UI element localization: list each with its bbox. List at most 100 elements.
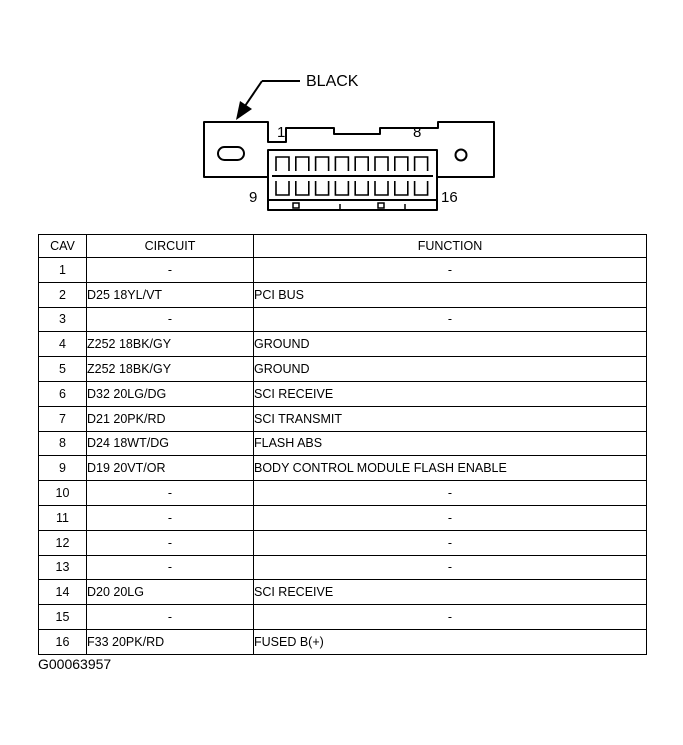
mounting-hole-right — [454, 148, 468, 162]
pin-cavity — [413, 156, 429, 171]
pin-cavity — [413, 181, 429, 196]
function-cell: BODY CONTROL MODULE FLASH ENABLE — [253, 455, 647, 482]
function-cell: SCI TRANSMIT — [253, 405, 647, 432]
housing-bottom-marks — [292, 202, 406, 209]
circuit-cell: Z252 18BK/GY — [86, 356, 254, 382]
circuit-cell: Z252 18BK/GY — [86, 331, 254, 358]
pin-cavity — [295, 181, 310, 196]
circuit-cell: - — [86, 554, 254, 581]
header-circuit: CIRCUIT — [86, 234, 254, 258]
table-row: 1-- — [38, 257, 647, 283]
pin-cavity — [394, 181, 409, 196]
cavity-number: 9 — [38, 455, 87, 482]
pin-row-bottom — [275, 181, 429, 196]
function-cell: SCI RECEIVE — [253, 380, 647, 407]
cavity-number: 8 — [38, 430, 87, 457]
figure-id: G00063957 — [38, 656, 112, 672]
cavity-number: 11 — [38, 504, 87, 531]
connector-housing — [203, 121, 495, 211]
function-cell: - — [253, 604, 647, 630]
circuit-cell: D21 20PK/RD — [86, 405, 254, 432]
cavity-number: 16 — [38, 628, 87, 655]
pin-label-8: 8 — [413, 124, 422, 141]
function-cell: - — [253, 504, 647, 531]
function-cell: FLASH ABS — [253, 430, 647, 457]
pin-cavity — [275, 156, 290, 171]
table-header-row: CAV CIRCUIT FUNCTION — [38, 234, 647, 258]
function-cell: - — [253, 257, 647, 283]
table-row: 15-- — [38, 604, 647, 630]
function-cell: SCI RECEIVE — [253, 579, 647, 606]
function-cell: - — [253, 529, 647, 556]
mounting-slot-left — [217, 146, 245, 161]
function-cell: - — [253, 306, 647, 333]
pin-label-9: 9 — [249, 189, 258, 206]
pin-cavity — [275, 181, 290, 196]
circuit-cell: - — [86, 480, 254, 506]
circuit-cell: D32 20LG/DG — [86, 380, 254, 407]
circuit-cell: D24 18WT/DG — [86, 430, 254, 457]
header-function: FUNCTION — [253, 234, 647, 258]
circuit-cell: - — [86, 306, 254, 333]
circuit-cell: - — [86, 604, 254, 630]
pin-cavity — [334, 156, 350, 171]
pin-row-top — [275, 156, 429, 171]
table-row: 12-- — [38, 529, 647, 556]
circuit-cell: F33 20PK/RD — [86, 628, 254, 655]
function-cell: FUSED B(+) — [253, 628, 647, 655]
cavity-number: 1 — [38, 257, 87, 283]
cavity-number: 6 — [38, 380, 87, 407]
pin-cavity — [295, 156, 310, 171]
pin-label-1: 1 — [277, 124, 286, 141]
function-cell: - — [253, 554, 647, 581]
arrow-icon — [236, 80, 300, 120]
pin-cavity — [354, 156, 369, 171]
cavity-number: 12 — [38, 529, 87, 556]
table-row: 10-- — [38, 480, 647, 506]
pin-label-16: 16 — [441, 189, 458, 206]
cavity-number: 3 — [38, 306, 87, 333]
cavity-number: 13 — [38, 554, 87, 581]
pin-cavity — [374, 156, 389, 171]
circuit-cell: D20 20LG — [86, 579, 254, 606]
table-row: 3-- — [38, 306, 647, 333]
header-cav: CAV — [38, 234, 87, 258]
cavity-number: 10 — [38, 480, 87, 506]
function-cell: GROUND — [253, 356, 647, 382]
table-row: 13-- — [38, 554, 647, 581]
circuit-cell: D25 18YL/VT — [86, 281, 254, 308]
terminal-face — [267, 149, 438, 201]
circuit-cell: D19 20VT/OR — [86, 455, 254, 482]
connector-diagram — [203, 80, 495, 211]
cavity-number: 5 — [38, 356, 87, 382]
function-cell: - — [253, 480, 647, 506]
function-cell: GROUND — [253, 331, 647, 358]
circuit-cell: - — [86, 529, 254, 556]
pin-cavity — [334, 181, 350, 196]
cavity-number: 7 — [38, 405, 87, 432]
pin-cavity — [314, 181, 330, 196]
circuit-cell: - — [86, 504, 254, 531]
cavity-number: 14 — [38, 579, 87, 606]
cavity-number: 4 — [38, 331, 87, 358]
pin-cavity — [354, 181, 369, 196]
pin-cavity — [394, 156, 409, 171]
function-cell: PCI BUS — [253, 281, 647, 308]
circuit-cell: - — [86, 257, 254, 283]
cavity-number: 15 — [38, 604, 87, 630]
cavity-number: 2 — [38, 281, 87, 308]
pin-cavity — [314, 156, 330, 171]
pin-cavity — [374, 181, 389, 196]
wire-color-label: BLACK — [306, 73, 359, 90]
table-row: 11-- — [38, 504, 647, 531]
